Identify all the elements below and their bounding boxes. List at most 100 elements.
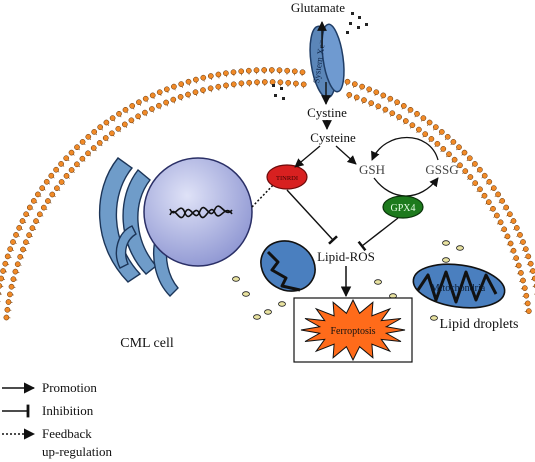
membrane-bead bbox=[300, 81, 307, 88]
membrane-bead bbox=[525, 253, 532, 260]
membrane-bead bbox=[207, 85, 214, 92]
lipid-droplet bbox=[374, 279, 382, 285]
legend-inhibition-label: Inhibition bbox=[42, 403, 94, 418]
membrane-bead bbox=[53, 166, 59, 173]
membrane-bead bbox=[422, 131, 429, 137]
membrane-bead bbox=[293, 80, 299, 87]
membrane-bead bbox=[420, 115, 427, 121]
membrane-bead bbox=[12, 268, 19, 275]
membrane-bead bbox=[19, 218, 26, 224]
membrane-bead bbox=[344, 78, 351, 85]
gpx4-inhibits-lipid-ros bbox=[357, 217, 399, 252]
membrane-bead bbox=[501, 226, 508, 233]
membrane-bead bbox=[510, 247, 517, 254]
membrane-bead bbox=[85, 133, 92, 140]
membrane-bead bbox=[462, 168, 469, 174]
ferroptosis-burst bbox=[300, 298, 406, 362]
membrane-bead bbox=[128, 117, 135, 124]
membrane-bead bbox=[434, 140, 441, 147]
membrane-bead bbox=[440, 146, 447, 152]
membrane-bead bbox=[457, 162, 463, 169]
membrane-bead bbox=[135, 113, 141, 120]
tinrdl-label: TINRDI bbox=[276, 175, 298, 182]
membrane-bead bbox=[142, 109, 148, 116]
membrane-bead bbox=[79, 139, 86, 145]
membrane-bead bbox=[389, 110, 396, 117]
membrane-bead bbox=[121, 121, 128, 128]
membrane-bead bbox=[102, 135, 109, 141]
glutamate-label: Glutamate bbox=[291, 0, 345, 15]
membrane-bead bbox=[45, 198, 51, 204]
membrane-bead bbox=[467, 174, 474, 180]
membrane-bead bbox=[359, 83, 365, 90]
lipid-droplets-label: Lipid droplets bbox=[440, 317, 519, 332]
cysteine-to-tinrdl-arrow bbox=[294, 145, 321, 168]
membrane-bead bbox=[122, 106, 129, 113]
membrane-bead bbox=[63, 155, 70, 162]
membrane-bead bbox=[246, 79, 253, 86]
membrane-bead bbox=[185, 78, 192, 85]
membrane-bead bbox=[58, 161, 64, 167]
membrane-bead bbox=[17, 253, 24, 260]
lipid-droplet bbox=[278, 301, 286, 307]
membrane-bead bbox=[387, 95, 394, 102]
membrane-bead bbox=[103, 119, 110, 126]
membrane-bead bbox=[8, 283, 15, 290]
lipid-droplet bbox=[456, 245, 464, 251]
membrane-bead bbox=[523, 292, 530, 299]
membrane-bead bbox=[299, 69, 306, 76]
membrane-bead bbox=[520, 239, 526, 245]
membrane-bead bbox=[497, 219, 504, 226]
membrane-bead bbox=[353, 94, 360, 101]
membrane-bead bbox=[520, 277, 526, 284]
membrane-bead bbox=[74, 144, 80, 151]
dna-strand-b bbox=[169, 207, 233, 219]
membrane-bead bbox=[63, 173, 70, 179]
membrane-bead bbox=[238, 68, 245, 75]
membrane-bead bbox=[26, 232, 32, 238]
membrane-bead bbox=[115, 125, 122, 132]
membrane-bead bbox=[254, 79, 260, 86]
membrane-bead bbox=[499, 198, 506, 204]
membrane-bead bbox=[33, 218, 39, 224]
membrane-bead bbox=[451, 156, 458, 163]
membrane-bead bbox=[215, 71, 222, 78]
membrane-bead bbox=[407, 106, 414, 113]
membrane-bead bbox=[7, 291, 13, 298]
membrane-bead bbox=[394, 99, 400, 106]
lipid-droplet bbox=[442, 257, 450, 263]
lipid-droplet bbox=[242, 291, 250, 297]
membrane-bead bbox=[68, 167, 75, 173]
cml-cell-label: CML cell bbox=[120, 336, 174, 351]
cysteine-label: Cysteine bbox=[310, 130, 356, 145]
membrane-bead bbox=[375, 103, 382, 110]
membrane-bead bbox=[494, 212, 500, 219]
membrane-bead bbox=[400, 103, 407, 109]
membrane-bead bbox=[486, 178, 493, 185]
membrane-bead bbox=[200, 74, 207, 81]
membrane-outer-leaflet bbox=[0, 67, 535, 302]
membrane-bead bbox=[35, 191, 41, 198]
membrane-bead bbox=[472, 180, 479, 186]
membrane-bead bbox=[507, 240, 514, 247]
membrane-bead bbox=[515, 262, 522, 269]
mitochondrion-right: Mitochondria bbox=[412, 263, 506, 309]
membrane-bead bbox=[438, 129, 445, 135]
membrane-bead bbox=[361, 97, 367, 103]
membrane-bead bbox=[268, 67, 275, 73]
membrane-bead bbox=[54, 185, 60, 192]
membrane-bead bbox=[426, 119, 433, 126]
membrane-bead bbox=[149, 92, 156, 99]
membrane-bead bbox=[276, 67, 283, 74]
membrane-bead bbox=[142, 95, 149, 102]
membrane-bead bbox=[14, 261, 21, 268]
membrane-bead bbox=[49, 191, 56, 198]
membrane-bead bbox=[116, 110, 122, 117]
gpx4-node: GPX4 bbox=[382, 195, 424, 219]
membrane-bead bbox=[477, 186, 483, 193]
membrane-bead bbox=[163, 86, 170, 93]
membrane-inner-leaflet bbox=[3, 79, 532, 321]
membrane-bead bbox=[129, 103, 136, 109]
gpx4-label: GPX4 bbox=[390, 203, 415, 214]
